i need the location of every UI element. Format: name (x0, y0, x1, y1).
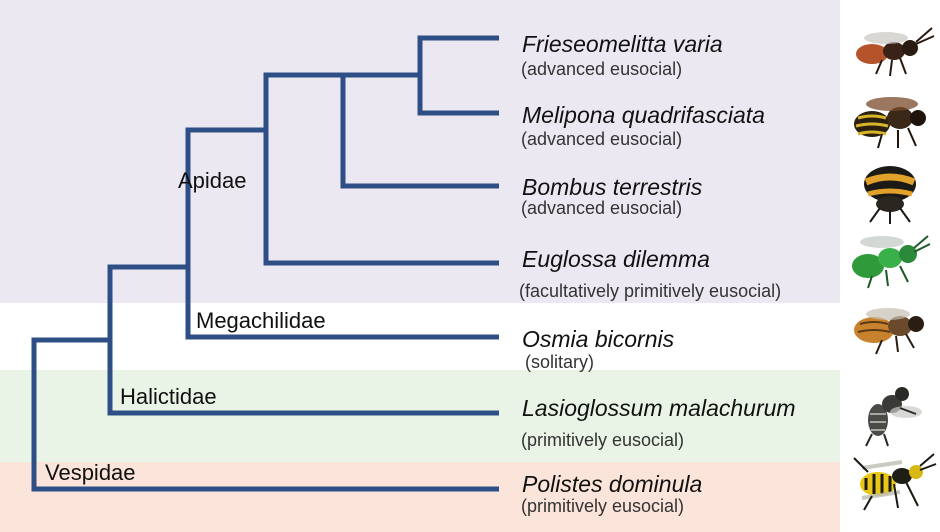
paper-wasp-icon (842, 448, 940, 512)
species-label: Frieseomelitta varia (522, 31, 723, 57)
vespidae-band (0, 462, 840, 532)
branch-apidae-megachilidae (185, 127, 499, 340)
branch-frieseomelitta-melipona (417, 35, 499, 116)
mason-bee-icon (842, 298, 940, 362)
behavior-label: (facultatively primitively eusocial) (519, 281, 782, 301)
behavior-label: (primitively eusocial) (521, 496, 685, 516)
sweat-bee-icon (842, 384, 940, 448)
halictidae-band (0, 370, 840, 462)
behavior-label: (advanced eusocial) (521, 198, 683, 218)
stingless-bee-icon (842, 18, 940, 82)
species-label: Melipona quadrifasciata (522, 102, 765, 128)
species-label: Bombus terrestris (522, 174, 703, 200)
family-label-halictidae: Halictidae (120, 384, 217, 409)
behavior-label: (advanced eusocial) (521, 129, 683, 149)
branch-corbiculate-euglossa (263, 72, 499, 266)
family-label-apidae: Apidae (178, 168, 247, 193)
behavior-label: (solitary) (525, 352, 595, 372)
bumblebee-icon (842, 160, 940, 224)
species-label: Euglossa dilemma (522, 246, 710, 272)
behavior-label: (primitively eusocial) (521, 430, 685, 450)
family-label-vespidae: Vespidae (45, 460, 136, 485)
family-label-megachilidae: Megachilidae (196, 308, 326, 333)
branch-meliponini-bombus (340, 72, 499, 189)
branch-root-vespidae (31, 337, 499, 492)
orchid-bee-icon (842, 228, 940, 292)
species-label: Osmia bicornis (522, 326, 675, 352)
species-label: Lasioglossum malachurum (522, 395, 796, 421)
behavior-label: (advanced eusocial) (521, 59, 683, 79)
stingless-bee-icon (842, 88, 940, 152)
species-label: Polistes dominula (522, 471, 703, 497)
